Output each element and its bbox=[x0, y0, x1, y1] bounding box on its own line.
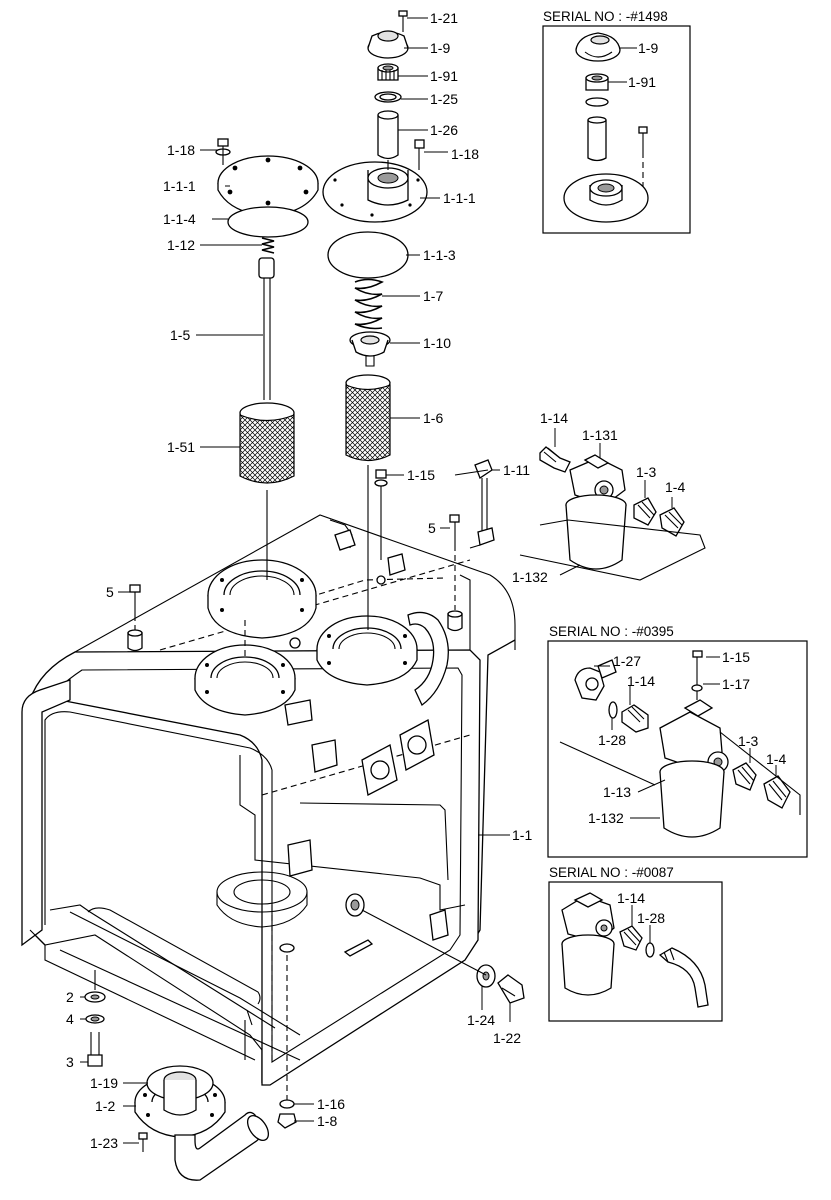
inset-0395-label-1-28: 1-28 bbox=[598, 732, 626, 748]
label-1-1-1-right: 1-1-1 bbox=[443, 190, 476, 206]
label-5-left: 5 bbox=[106, 584, 114, 600]
inset-1498-title: SERIAL NO : -#1498 bbox=[543, 9, 668, 24]
label-1-7: 1-7 bbox=[423, 288, 443, 304]
label-1-132: 1-132 bbox=[512, 569, 548, 585]
label-1-1-3: 1-1-3 bbox=[423, 247, 456, 263]
label-1-3: 1-3 bbox=[636, 464, 656, 480]
label-3: 3 bbox=[66, 1054, 74, 1070]
label-1-19: 1-19 bbox=[90, 1075, 118, 1091]
label-1-1: 1-1 bbox=[512, 827, 532, 843]
label-1-18-right: 1-18 bbox=[451, 146, 479, 162]
label-1-1-1-left: 1-1-1 bbox=[163, 178, 196, 194]
label-1-4: 1-4 bbox=[665, 479, 685, 495]
bolt-5-left bbox=[129, 584, 141, 630]
inset-0087-title: SERIAL NO : -#0087 bbox=[549, 865, 674, 880]
label-1-10: 1-10 bbox=[423, 335, 451, 351]
inset-0395-label-1-13: 1-13 bbox=[603, 784, 631, 800]
inset-serial-1498: SERIAL NO : -#1498 1-9 1-91 bbox=[542, 9, 691, 234]
label-1-51: 1-51 bbox=[167, 439, 195, 455]
tank-top-flanges bbox=[194, 529, 449, 957]
inset-0395-label-1-14: 1-14 bbox=[627, 673, 655, 689]
label-1-11: 1-11 bbox=[503, 462, 530, 478]
label-1-21: 1-21 bbox=[430, 10, 458, 26]
label-1-14: 1-14 bbox=[540, 410, 568, 426]
inset-0087-label-1-14: 1-14 bbox=[617, 890, 645, 906]
label-1-26: 1-26 bbox=[430, 122, 458, 138]
inset-0395-title: SERIAL NO : -#0395 bbox=[549, 624, 674, 639]
inset-1498-label-1-91: 1-91 bbox=[628, 74, 656, 90]
label-1-25: 1-25 bbox=[430, 91, 458, 107]
return-filter-assembly bbox=[519, 446, 706, 581]
inset-0395-label-1-4: 1-4 bbox=[766, 751, 786, 767]
label-2: 2 bbox=[66, 989, 74, 1005]
label-1-15: 1-15 bbox=[407, 467, 435, 483]
label-4: 4 bbox=[66, 1011, 74, 1027]
label-1-2: 1-2 bbox=[95, 1098, 115, 1114]
inset-0395-label-1-17: 1-17 bbox=[722, 676, 750, 692]
label-1-131: 1-131 bbox=[582, 427, 618, 443]
inset-0395-label-1-15: 1-15 bbox=[722, 649, 750, 665]
leader-lines bbox=[80, 17, 673, 1144]
breather-cap-assembly bbox=[322, 10, 428, 500]
inset-0087-label-1-28: 1-28 bbox=[637, 910, 665, 926]
inset-0395-label-1-132: 1-132 bbox=[588, 810, 624, 826]
suction-strainer-assembly bbox=[215, 138, 319, 484]
label-1-91: 1-91 bbox=[430, 68, 458, 84]
assembly-center-lines bbox=[244, 160, 489, 1100]
label-1-6: 1-6 bbox=[423, 410, 443, 426]
label-1-12: 1-12 bbox=[167, 237, 195, 253]
label-1-5: 1-5 bbox=[170, 327, 190, 343]
inset-serial-0087: SERIAL NO : -#0087 1-14 1-28 bbox=[548, 865, 723, 1022]
inset-0395-label-1-27: 1-27 bbox=[613, 653, 641, 669]
label-1-16: 1-16 bbox=[317, 1096, 345, 1112]
label-1-18-left: 1-18 bbox=[167, 142, 195, 158]
inset-serial-0395: SERIAL NO : -#0395 bbox=[547, 624, 808, 858]
inset-0395-label-1-3: 1-3 bbox=[738, 733, 758, 749]
label-1-1-4: 1-1-4 bbox=[163, 211, 196, 227]
label-1-9: 1-9 bbox=[430, 40, 450, 56]
mounting-bosses bbox=[127, 610, 463, 652]
part-labels: 1-21 1-9 1-91 1-25 1-26 1-18 1-1-1 1-18 … bbox=[66, 10, 685, 1151]
inset-1498-label-1-9: 1-9 bbox=[638, 40, 658, 56]
label-1-8: 1-8 bbox=[317, 1113, 337, 1129]
bottom-hardware bbox=[84, 909, 525, 1181]
level-gauge bbox=[449, 459, 495, 610]
label-5-right: 5 bbox=[428, 520, 436, 536]
label-1-22: 1-22 bbox=[493, 1030, 521, 1046]
label-1-24: 1-24 bbox=[467, 1012, 495, 1028]
label-1-23: 1-23 bbox=[90, 1135, 118, 1151]
